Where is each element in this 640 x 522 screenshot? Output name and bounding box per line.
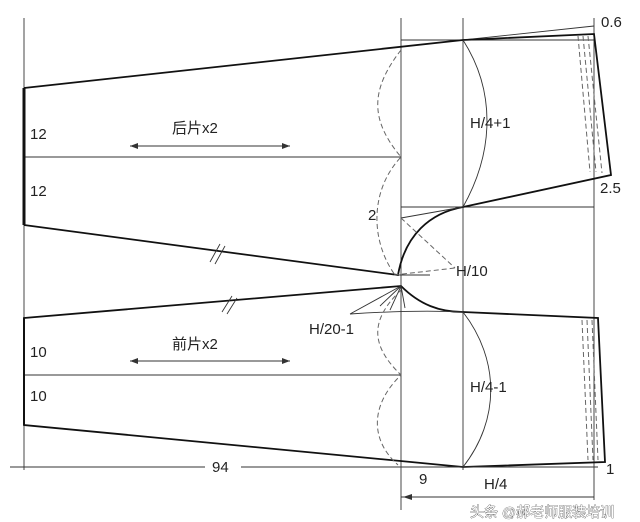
front-width-top: 10	[30, 344, 47, 361]
front-rise-label: H/4-1	[470, 379, 507, 396]
front-width-bottom: 10	[30, 388, 47, 405]
back-piece-label: 后片x2	[172, 120, 218, 137]
back-rise-label: H/4+1	[470, 115, 510, 132]
front-piece-label: 前片x2	[172, 336, 218, 353]
back-side-label: 2	[368, 207, 376, 224]
hip-label: H/4	[484, 476, 507, 493]
waist-raise-label: 0.6	[601, 14, 622, 31]
waist-offset-label: 2.5	[600, 180, 621, 197]
front-waist-offset-label: 1	[606, 461, 614, 478]
back-width-top: 12	[30, 126, 47, 143]
back-width-bottom: 12	[30, 183, 47, 200]
back-piece	[22, 25, 612, 277]
front-piece	[23, 285, 606, 468]
back-crotch-label: H/10	[456, 263, 488, 280]
length-label: 94	[212, 459, 229, 476]
crotch-ext-label: 9	[419, 471, 427, 488]
watermark: 头条 @郝老师服装培训	[470, 504, 614, 520]
front-crotch-label: H/20-1	[309, 321, 354, 338]
